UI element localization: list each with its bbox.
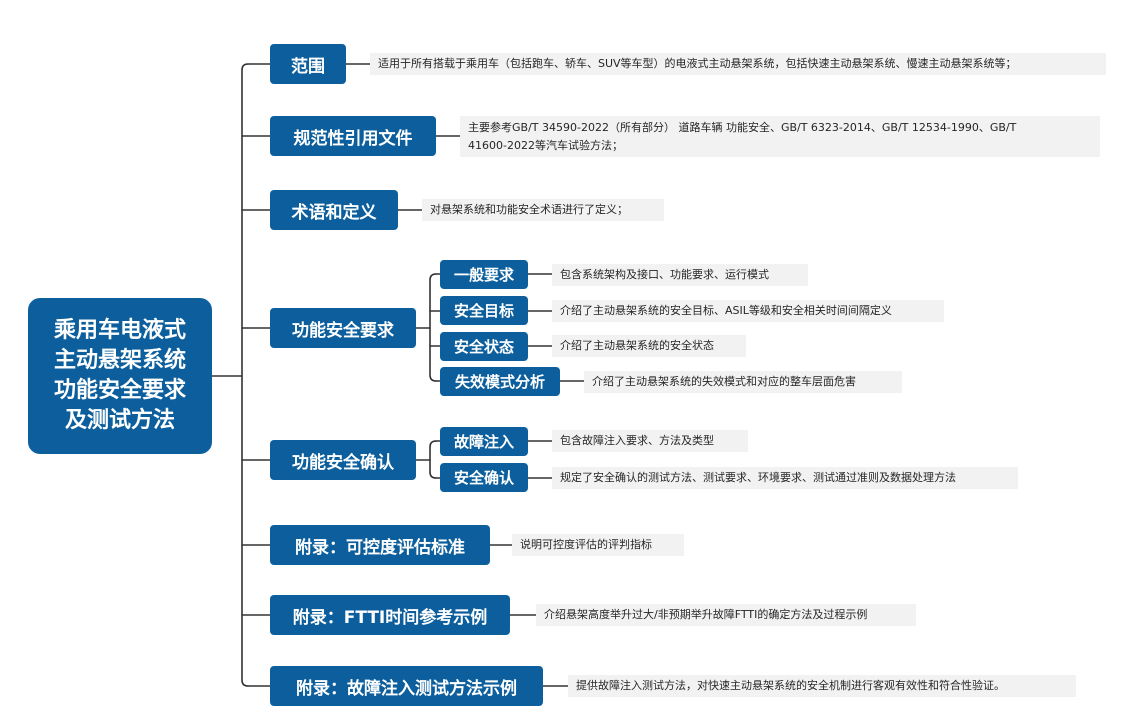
desc-appendix-fault-injection: 提供故障注入测试方法，对快速主动悬架系统的安全机制进行客观有效性和符合性验证。 [568, 675, 1076, 697]
node-appendix-controllability[interactable]: 附录：可控度评估标准 [270, 525, 490, 565]
node-terms-definitions[interactable]: 术语和定义 [270, 190, 398, 230]
desc-normative-references: 主要参考GB/T 34590-2022（所有部分） 道路车辆 功能安全、GB/T… [460, 116, 1100, 157]
root-line-1: 乘用车电液式 [53, 318, 186, 343]
node-normative-references[interactable]: 规范性引用文件 [270, 116, 436, 156]
desc-normative-references-line-1: 主要参考GB/T 34590-2022（所有部分） 道路车辆 功能安全、GB/T… [468, 120, 1017, 134]
root-line-3: 功能安全要求 [53, 378, 186, 403]
node-scope[interactable]: 范围 [270, 44, 346, 84]
desc-failure-mode-analysis: 介绍了主动悬架系统的失效模式和对应的整车层面危害 [584, 371, 902, 393]
node-safety-validation[interactable]: 安全确认 [440, 463, 528, 492]
root-node[interactable]: 乘用车电液式 主动悬架系统 功能安全要求 及测试方法 [28, 298, 212, 454]
root-line-2: 主动悬架系统 [53, 348, 186, 373]
desc-normative-references-line-2: 41600-2022等汽车试验方法； [468, 138, 623, 152]
node-appendix-ftti[interactable]: 附录：FTTI时间参考示例 [270, 595, 510, 635]
node-appendix-fault-injection[interactable]: 附录：故障注入测试方法示例 [270, 666, 543, 706]
node-functional-safety-validation[interactable]: 功能安全确认 [270, 440, 416, 480]
node-safe-state[interactable]: 安全状态 [440, 332, 528, 361]
node-general-requirements[interactable]: 一般要求 [440, 260, 528, 289]
desc-appendix-ftti: 介绍悬架高度举升过大/非预期举升故障FTTI的确定方法及过程示例 [536, 604, 916, 626]
node-failure-mode-analysis[interactable]: 失效模式分析 [440, 367, 560, 396]
desc-general-requirements: 包含系统架构及接口、功能要求、运行模式 [552, 264, 808, 286]
desc-safety-goals: 介绍了主动悬架系统的安全目标、ASIL等级和安全相关时间间隔定义 [552, 300, 944, 322]
root-line-4: 及测试方法 [64, 408, 175, 433]
node-functional-safety-requirements[interactable]: 功能安全要求 [270, 308, 416, 348]
desc-scope: 适用于所有搭载于乘用车（包括跑车、轿车、SUV等车型）的电液式主动悬架系统，包括… [370, 53, 1106, 75]
node-safety-goals[interactable]: 安全目标 [440, 296, 528, 325]
node-fault-injection[interactable]: 故障注入 [440, 427, 528, 456]
desc-safety-validation: 规定了安全确认的测试方法、测试要求、环境要求、测试通过准则及数据处理方法 [552, 467, 1018, 489]
desc-terms-definitions: 对悬架系统和功能安全术语进行了定义； [422, 199, 664, 221]
desc-fault-injection: 包含故障注入要求、方法及类型 [552, 430, 748, 452]
desc-appendix-controllability: 说明可控度评估的评判指标 [512, 534, 684, 556]
desc-safe-state: 介绍了主动悬架系统的安全状态 [552, 335, 746, 357]
